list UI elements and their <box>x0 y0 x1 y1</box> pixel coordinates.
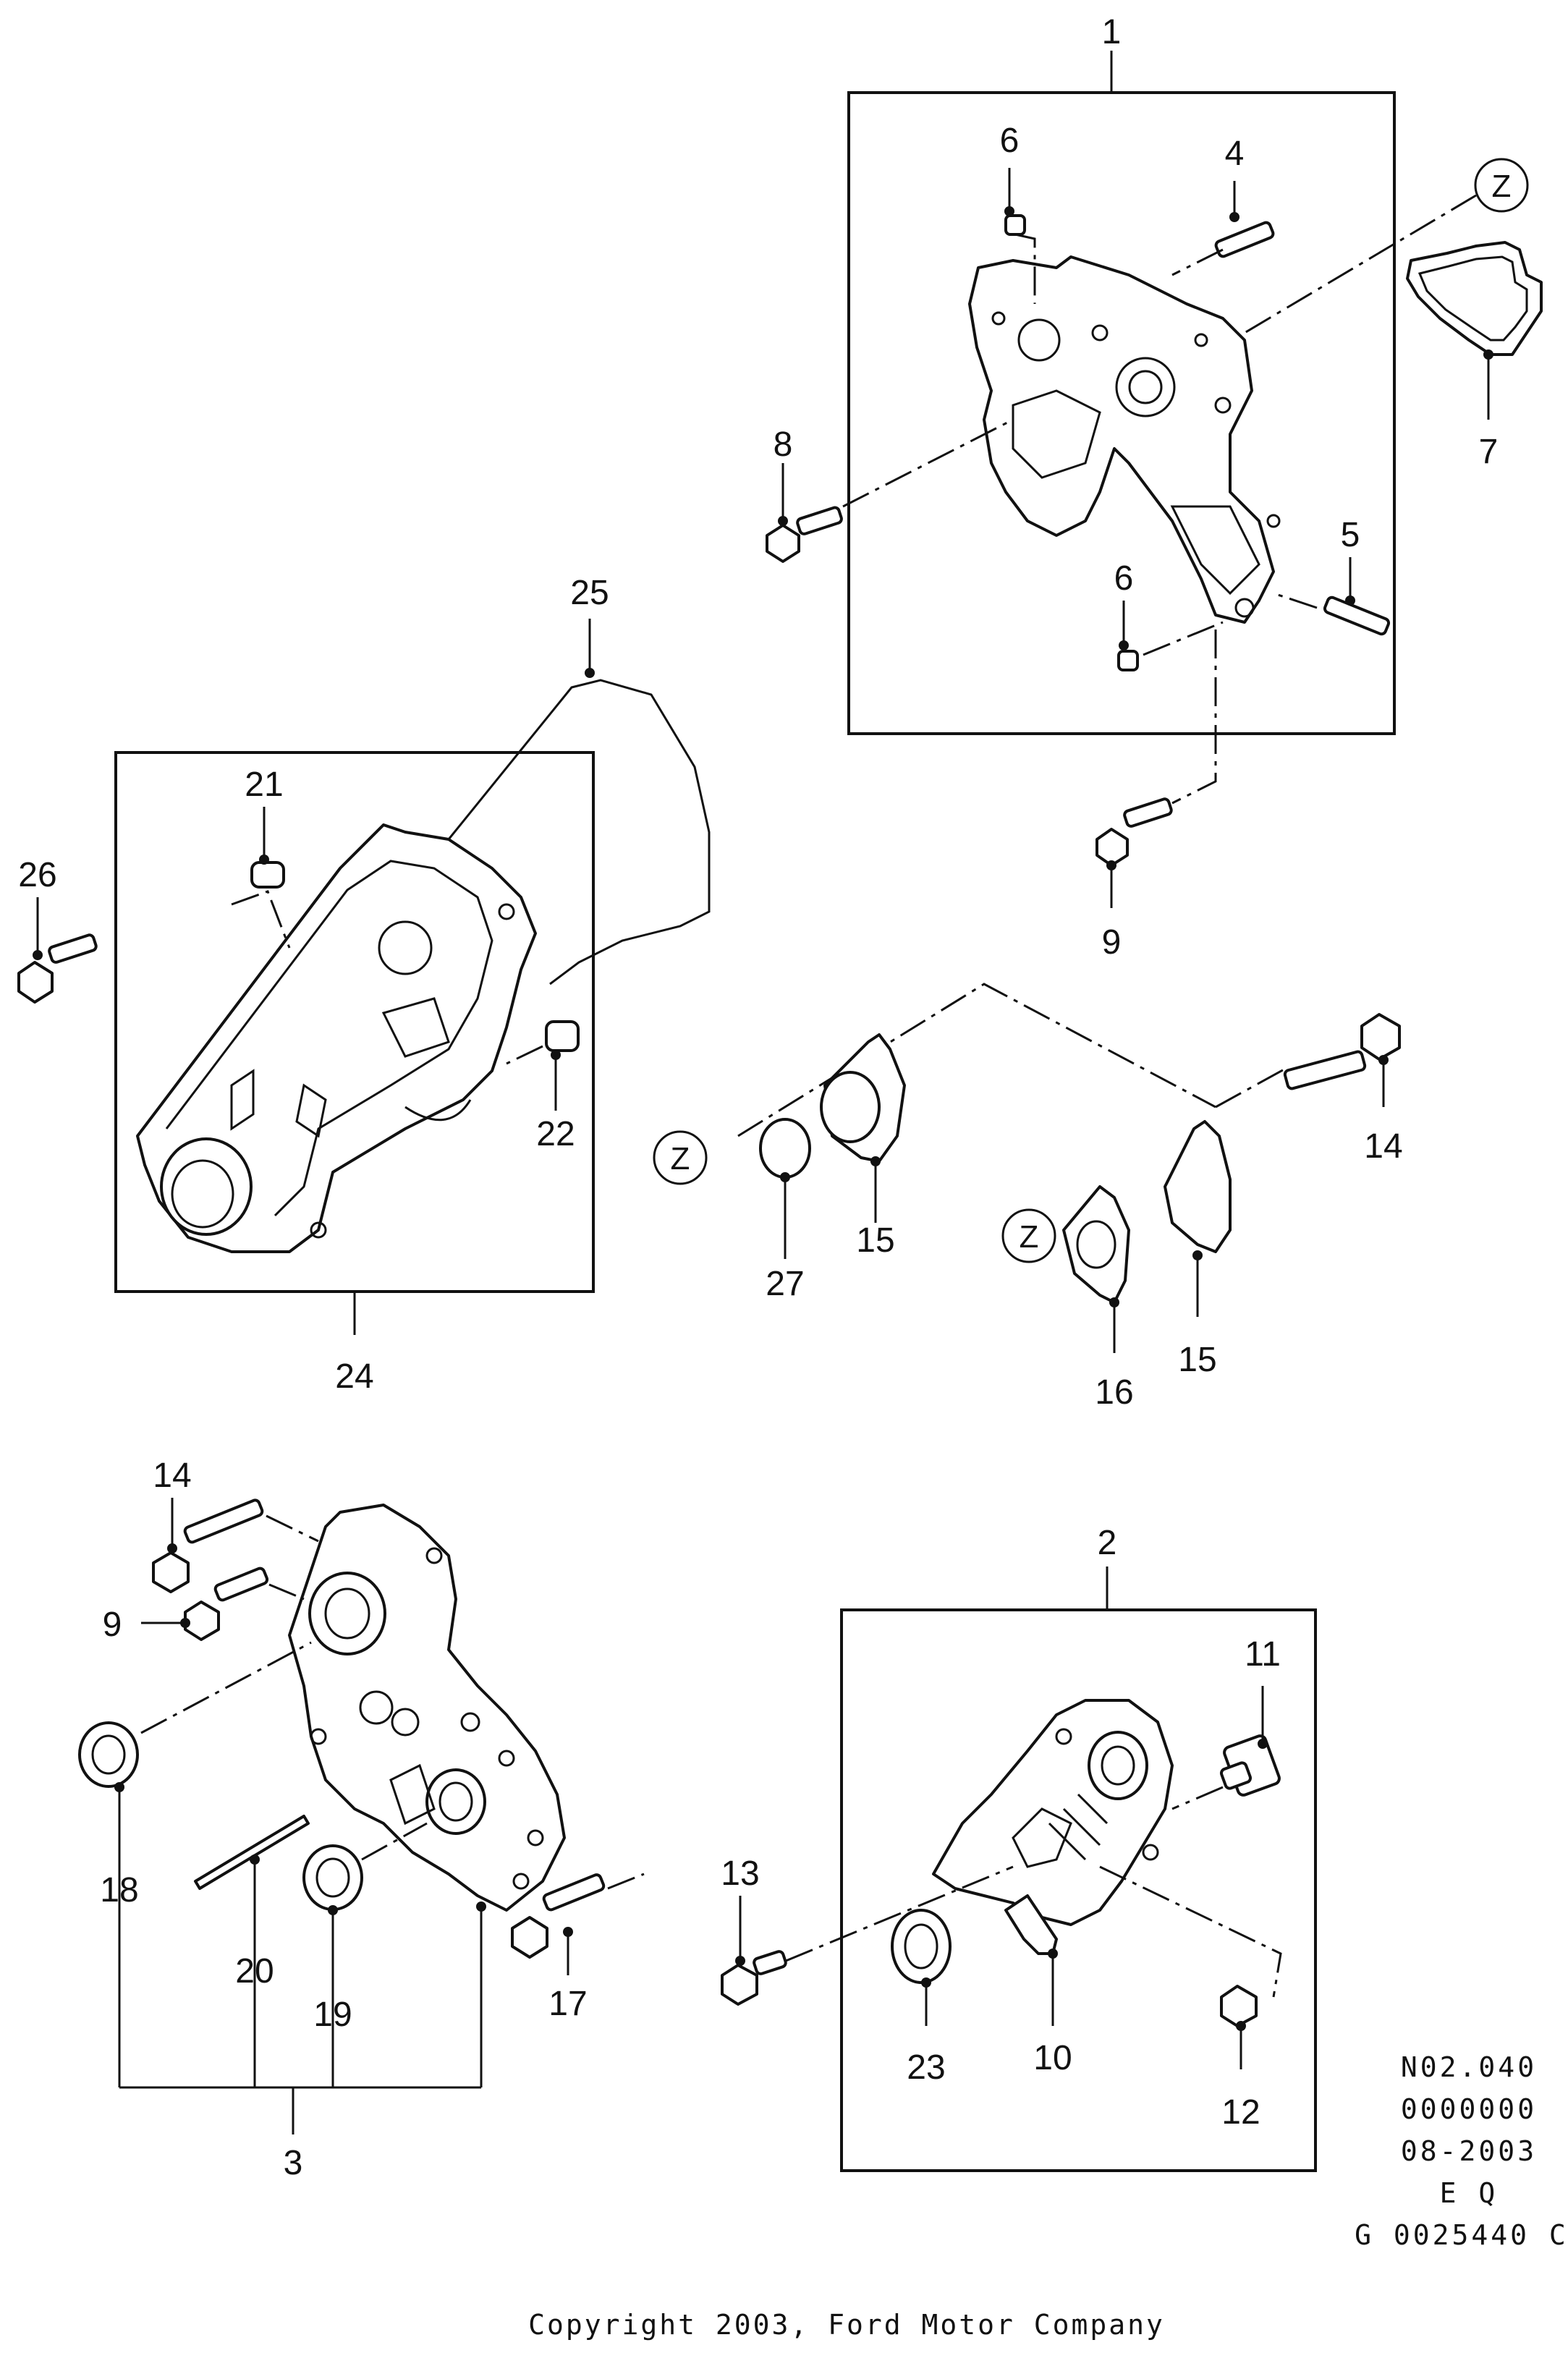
ref-line-5: G 0025440 C <box>1355 2219 1568 2251</box>
group-1-frame <box>847 91 1396 735</box>
callout-19: 19 <box>313 1996 352 2034</box>
callout-23: 23 <box>907 2048 945 2087</box>
callout-15-right: 15 <box>1178 1341 1216 1379</box>
callout-9-upper: 9 <box>1102 923 1122 962</box>
callout-13: 13 <box>721 1854 759 1893</box>
group-24-timing-cover-assembly: 24 25 21 22 <box>114 574 711 1396</box>
z-mark-1 <box>1474 158 1529 213</box>
callout-11: 11 <box>1245 1635 1281 1674</box>
ref-line-3: 08-2003 <box>1401 2135 1537 2167</box>
callout-10: 10 <box>1033 2039 1072 2077</box>
callout-8: 8 <box>774 425 793 464</box>
callout-14-lower: 14 <box>153 1457 191 1495</box>
callout-26: 26 <box>18 856 56 894</box>
callout-14-upper: 14 <box>1364 1127 1402 1166</box>
callout-22: 22 <box>536 1115 575 1153</box>
ref-line-1: N02.040 <box>1401 2051 1537 2083</box>
callout-12: 12 <box>1221 2093 1260 2132</box>
callout-6-lower: 6 <box>1114 559 1134 598</box>
bolt-9-upper <box>1096 797 1173 867</box>
dowel-21 <box>250 861 285 889</box>
callout-7: 7 <box>1479 433 1499 471</box>
bolt-8 <box>766 506 843 563</box>
callout-2: 2 <box>1098 1524 1117 1562</box>
stud-4 <box>1214 221 1275 258</box>
group-2-rear-cover-assembly: 2 10 11 23 12 <box>721 1524 1317 2172</box>
bolt-13 <box>721 1950 787 2006</box>
cover-seal-25 <box>447 679 711 985</box>
callout-20: 20 <box>235 1952 274 1990</box>
callout-3: 3 <box>284 2144 303 2182</box>
callout-25: 25 <box>570 574 609 612</box>
callout-9-lower: 9 <box>103 1606 122 1644</box>
ref-line-2: 0000000 <box>1401 2093 1537 2125</box>
callout-18: 18 <box>100 1871 138 1909</box>
callout-1: 1 <box>1102 13 1122 51</box>
sensor-11 <box>1219 1734 1281 1797</box>
ref-line-4: E Q <box>1440 2177 1499 2209</box>
pin-20 <box>194 1815 310 1890</box>
callout-6-upper: 6 <box>1000 122 1020 160</box>
callout-17: 17 <box>548 1985 587 2023</box>
callout-16: 16 <box>1095 1373 1133 1412</box>
dowel-pin-lower <box>1117 650 1139 671</box>
callout-15-left: 15 <box>856 1221 894 1260</box>
seal-18 <box>78 1721 139 1788</box>
gasket-7 <box>1406 241 1543 356</box>
rear-cover-plate <box>932 1699 1174 1926</box>
z-mark-2-label: Z <box>671 1141 690 1176</box>
z-mark-3 <box>1001 1208 1056 1263</box>
timing-cover-upper <box>968 255 1275 624</box>
bracket-10 <box>1004 1894 1058 1955</box>
stud-5 <box>1323 595 1391 636</box>
reference-block: N02.040 0000000 08-2003 E Q G 0025440 C <box>1355 2051 1568 2251</box>
gasket-15-right <box>1164 1120 1232 1253</box>
callout-4: 4 <box>1225 135 1245 173</box>
bolt-17 <box>511 1873 606 1959</box>
group-3-oil-pump-assembly: 14 9 18 20 19 <box>78 1457 645 2182</box>
dowel-pin-upper <box>1004 214 1026 236</box>
group-1-front-cover-assembly: 1 6 4 7 Z <box>766 13 1543 735</box>
callout-5: 5 <box>1341 516 1360 554</box>
z-mark-3-label: Z <box>1020 1219 1039 1255</box>
bolt-26 <box>17 933 98 1004</box>
group-2-frame <box>840 1608 1317 2172</box>
seal-23 <box>891 1909 952 1984</box>
callout-27: 27 <box>766 1265 804 1303</box>
seal-19 <box>302 1844 363 1911</box>
z-mark-1-label: Z <box>1492 169 1512 204</box>
gasket-16 <box>1062 1185 1130 1304</box>
dowel-22 <box>545 1020 580 1052</box>
o-ring-27 <box>759 1118 811 1179</box>
copyright-notice: Copyright 2003, Ford Motor Company <box>528 2309 1165 2341</box>
callout-24: 24 <box>335 1357 373 1396</box>
timing-belt-cover <box>136 823 537 1253</box>
nut-12 <box>1220 1985 1258 2027</box>
callout-21: 21 <box>245 766 283 804</box>
bolt-14-upper <box>1283 1013 1401 1090</box>
cover-boss <box>160 1137 253 1236</box>
gasket-cluster: 14 Z 27 15 Z 16 15 <box>653 983 1403 1412</box>
z-mark-2 <box>653 1130 708 1185</box>
bolt-9-lower <box>184 1566 269 1641</box>
